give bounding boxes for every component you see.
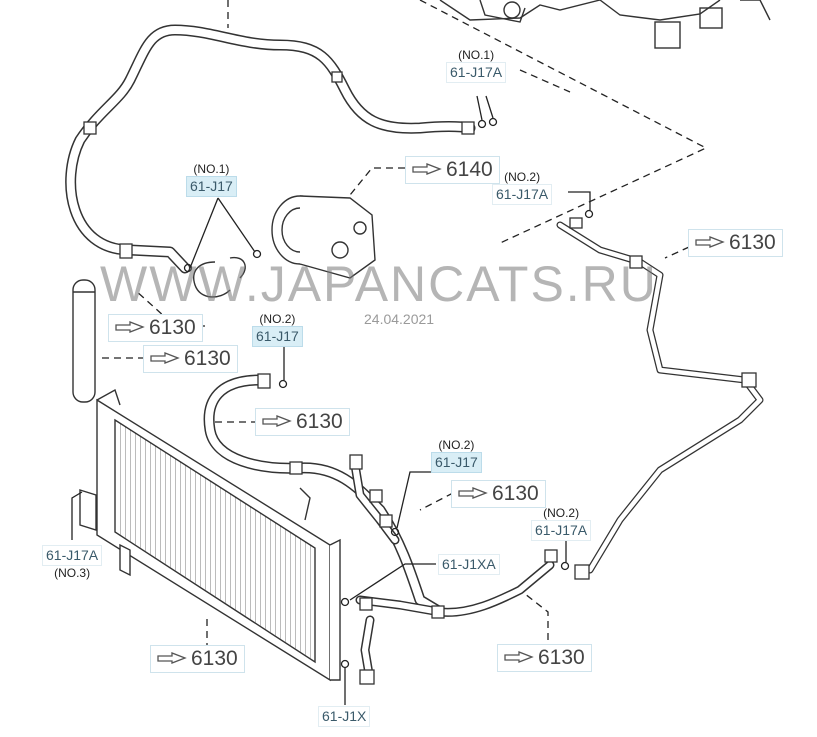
callout-6130-center[interactable]: 6130 (451, 480, 546, 508)
pointing-hand-icon (504, 651, 534, 663)
part-label-61-j17a-no3[interactable]: (NO.3) 61-J17A (42, 545, 103, 580)
pointing-hand-icon (695, 236, 725, 248)
part-label-61-j17-left[interactable]: (NO.1) 61-J17 (186, 162, 237, 197)
solid-leaders (71, 95, 591, 705)
part-label-61-j17a-top[interactable]: (NO.1) 61-J17A (446, 48, 507, 83)
callout-6140[interactable]: 6140 (405, 156, 500, 184)
o-rings (183, 117, 594, 669)
engine-component (439, 0, 771, 49)
callout-6130-filter[interactable]: 6130 (143, 345, 238, 373)
part-label-61-j17a-right[interactable]: (NO.2) 61-J17A (492, 170, 553, 205)
fittings (83, 71, 757, 685)
callout-6130-mid[interactable]: 6130 (255, 408, 350, 436)
callout-6130-bottom-left[interactable]: 6130 (150, 645, 245, 673)
pointing-hand-icon (458, 487, 488, 499)
part-label-61-j1x[interactable]: 61-J1X (318, 706, 371, 727)
pointing-hand-icon (150, 352, 180, 364)
pointing-hand-icon (262, 415, 292, 427)
watermark-date: 24.04.2021 (364, 311, 435, 327)
callout-6130-left[interactable]: 6130 (108, 314, 203, 342)
watermark: WWW.JAPANCATS.RU (100, 256, 658, 312)
callout-6130-right[interactable]: 6130 (688, 229, 783, 257)
pointing-hand-icon (157, 652, 187, 664)
pointing-hand-icon (115, 321, 145, 333)
part-label-61-j1xa[interactable]: 61-J1XA (438, 554, 500, 575)
compressor (193, 195, 376, 298)
callout-6130-bottom-right[interactable]: 6130 (497, 644, 592, 672)
condenser (79, 388, 341, 682)
receiver-drier (72, 279, 96, 403)
part-label-61-j17-center[interactable]: (NO.2) 61-J17 (431, 438, 482, 473)
part-label-61-j17a-lower-right[interactable]: (NO.2) 61-J17A (531, 506, 592, 541)
part-label-61-j17-mid[interactable]: (NO.2) 61-J17 (252, 312, 303, 347)
pointing-hand-icon (412, 163, 442, 175)
